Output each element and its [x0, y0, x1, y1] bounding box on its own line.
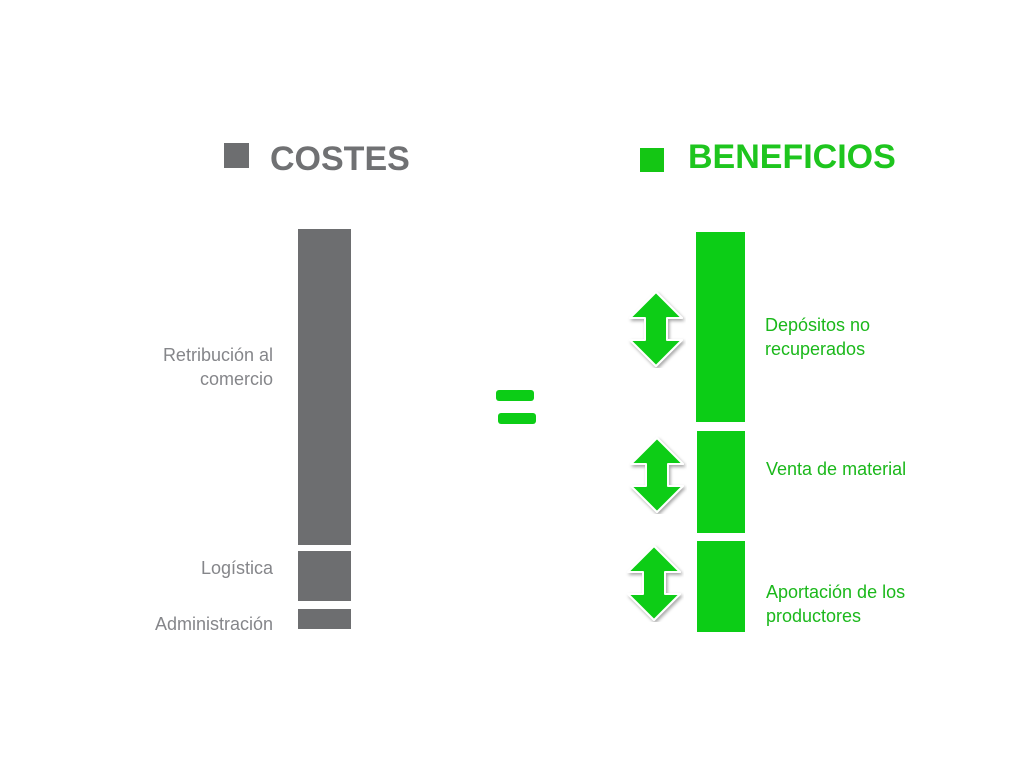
- benefit-label-depositos: Depósitos no recuperados: [765, 313, 965, 361]
- cost-label-logistica: Logística: [93, 556, 273, 580]
- benefits-legend-square: [640, 148, 664, 172]
- costs-legend-square: [224, 143, 249, 168]
- benefit-segment-aportacion: [697, 541, 745, 632]
- cost-label-line: Retribución al: [162, 345, 273, 365]
- benefit-label-line: productores: [766, 606, 862, 626]
- cost-label-line: comercio: [199, 369, 273, 389]
- up-down-arrow-icon: [629, 291, 683, 367]
- benefits-title: BENEFICIOS: [688, 138, 896, 176]
- benefit-label-aportacion: Aportación de los productores: [766, 580, 966, 628]
- benefit-label-line: Depósitos no: [765, 315, 871, 335]
- costs-title: COSTES: [270, 140, 410, 178]
- cost-segment-logistica: [298, 551, 351, 601]
- benefit-segment-depositos: [696, 232, 745, 422]
- cost-label-retribucion: Retribución al comercio: [93, 343, 273, 391]
- benefit-label-line: Aportación de los: [766, 582, 906, 602]
- equals-sign-icon: [496, 390, 536, 424]
- benefit-segment-venta: [697, 431, 745, 533]
- up-down-arrow-icon: [630, 437, 684, 513]
- cost-segment-administracion: [298, 609, 351, 629]
- cost-segment-retribucion: [298, 229, 351, 545]
- cost-label-line: Logística: [200, 558, 273, 578]
- benefit-label-line: recuperados: [765, 339, 866, 359]
- up-down-arrow-icon: [627, 545, 681, 621]
- cost-label-line: Administración: [154, 614, 273, 634]
- benefit-label-line: Venta de material: [766, 459, 907, 479]
- benefit-label-venta: Venta de material: [766, 457, 966, 481]
- cost-label-administracion: Administración: [93, 612, 273, 636]
